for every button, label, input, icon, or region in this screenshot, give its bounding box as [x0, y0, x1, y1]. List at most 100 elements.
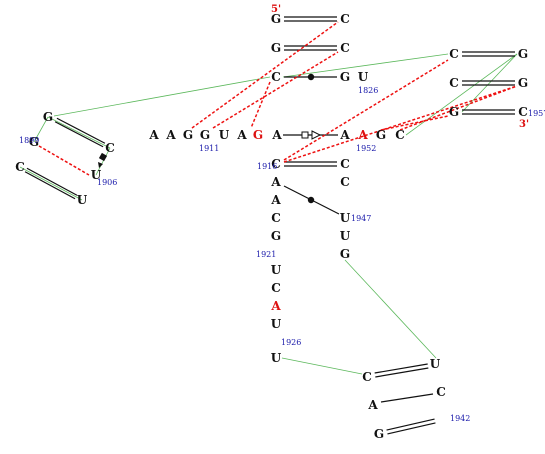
pair-type-symbols — [98, 73, 322, 204]
tertiary-interaction-6 — [283, 85, 518, 163]
position-number-k1826: 1826 — [358, 86, 378, 95]
base-pair-line — [56, 117, 106, 144]
nucleotide-n11: G — [518, 76, 528, 90]
nucleotide-n6: G — [340, 70, 350, 84]
nucleotide-n51: G — [374, 427, 384, 441]
wobble-pair-circle — [307, 196, 315, 204]
tertiary-interaction-1 — [191, 21, 339, 129]
position-number-k1957: 1957 — [528, 109, 545, 118]
nucleotide-n24: U — [219, 128, 230, 142]
nucleotide-n3: C — [271, 70, 281, 84]
position-number-k1906: 1906 — [97, 178, 117, 187]
nucleotide-n12: G — [449, 105, 459, 119]
nucleotide-n9: G — [518, 47, 528, 61]
position-number-k1916: 1916 — [257, 162, 277, 171]
nucleotide-n29: A — [357, 128, 368, 142]
nucleotide-n18: C — [15, 160, 25, 174]
backbone-lines — [19, 53, 518, 375]
nucleotide-n40: U — [271, 317, 282, 331]
backbone-segment-1 — [282, 53, 449, 78]
nucleotide-n27: A — [271, 128, 282, 142]
backbone-segment-6 — [281, 357, 363, 375]
nucleotide-n49: A — [367, 398, 378, 412]
nucleotide-n8: C — [449, 47, 459, 61]
nucleotide-n31: C — [395, 128, 405, 142]
position-number-k1911: 1911 — [199, 144, 219, 153]
base-pair-line — [374, 363, 428, 374]
nucleotide-n36: G — [271, 229, 281, 243]
tertiary-interaction-5 — [283, 59, 449, 161]
nucleotide-n50: C — [436, 385, 446, 399]
nucleotide-n37: U — [271, 263, 282, 277]
pair-triangle-filled — [98, 162, 103, 168]
nucleotide-n41: U — [271, 351, 282, 365]
nucleotide-n22: G — [183, 128, 193, 142]
nucleotide-n48: U — [430, 357, 441, 371]
nucleotide-n17: U — [91, 168, 102, 182]
base-pair-line — [54, 121, 104, 148]
wobble-pair-circle — [307, 73, 315, 81]
position-number-k1942: 1942 — [450, 414, 470, 423]
backbone-segment-9 — [33, 116, 49, 143]
base-pair-line — [380, 393, 434, 403]
base-pair-line — [24, 171, 76, 200]
nucleotide-n44: U — [340, 211, 351, 225]
tertiary-interaction-8 — [399, 85, 518, 131]
nucleotide-n15: C — [105, 141, 115, 155]
three-prime-end-label: 3' — [519, 119, 529, 130]
backbone-segment-8 — [19, 166, 83, 201]
backbone-segment-10 — [95, 147, 111, 176]
nucleotide-n5: C — [340, 41, 350, 55]
nucleotide-n46: G — [340, 247, 350, 261]
nucleotide-n39: A — [270, 299, 281, 313]
nucleotide-n23: G — [200, 128, 210, 142]
nucleotide-n34: A — [270, 193, 281, 207]
nucleotide-n45: U — [340, 229, 351, 243]
nucleotide-n1: G — [271, 12, 281, 26]
hoogsteen-triangle — [311, 130, 322, 140]
nucleotide-n25: A — [236, 128, 247, 142]
tertiary-interaction-lines — [38, 21, 518, 176]
position-number-k1921: 1921 — [256, 250, 276, 259]
tertiary-interaction-7 — [380, 115, 449, 131]
nucleotide-n28: A — [339, 128, 350, 142]
nucleotide-n43: C — [340, 175, 350, 189]
base-pair-line — [26, 167, 78, 196]
nucleotide-n14: G — [43, 110, 53, 124]
nucleotide-n10: C — [449, 76, 459, 90]
backbone-segment-7 — [47, 116, 111, 149]
base-pair-lines — [24, 16, 515, 435]
sugar-edge-square — [301, 131, 309, 139]
nucleotide-n38: C — [271, 281, 281, 295]
position-numbers: 1826 1957 1899 1906 1911 1916 1952 1947 1921 1926… — [19, 86, 545, 423]
nucleotide-n13: C — [518, 105, 528, 119]
nucleotide-n26: G — [253, 128, 263, 142]
base-pair-line — [387, 422, 436, 435]
position-number-k1952: 1952 — [356, 144, 376, 153]
nucleotide-n32: C — [271, 157, 281, 171]
nucleotide-n19: U — [77, 193, 88, 207]
nucleotide-n47: C — [362, 370, 372, 384]
nucleotide-n21: A — [165, 128, 176, 142]
backbone-segment-4 — [405, 53, 518, 136]
base-pair-line — [386, 418, 435, 431]
sugar-edge-square-filled — [98, 152, 108, 162]
strand-ends: 5' 3' — [271, 4, 529, 130]
nucleotide-n2: G — [271, 41, 281, 55]
nucleotide-n16: G — [29, 135, 39, 149]
position-number-k1926: 1926 — [281, 338, 301, 347]
backbone-segment-3 — [53, 76, 271, 117]
nucleotide-n20: A — [148, 128, 159, 142]
nucleotide-n42: C — [340, 157, 350, 171]
backbone-segment-2 — [461, 53, 518, 113]
tertiary-interaction-4 — [38, 145, 90, 176]
position-number-k1947: 1947 — [351, 214, 371, 223]
tertiary-interaction-3 — [250, 81, 271, 129]
nucleotide-n30: G — [376, 128, 386, 142]
nucleotide-n35: C — [271, 211, 281, 225]
position-number-k1899: 1899 — [19, 136, 39, 145]
backbone-segment-5 — [344, 259, 437, 359]
nucleotide-n4: C — [340, 12, 350, 26]
